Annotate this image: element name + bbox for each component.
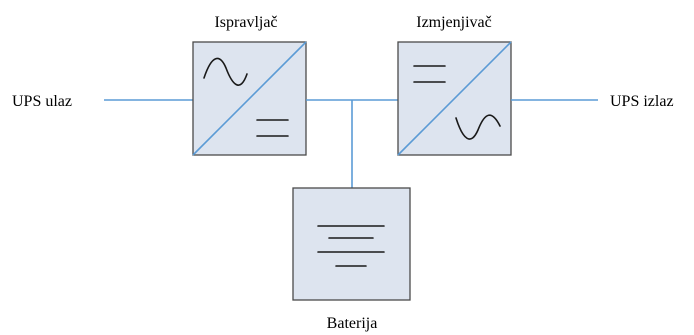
rectifier-diagonal (192, 41, 307, 156)
inverter-label: Izmjenjivač (416, 14, 492, 31)
ups-output-label: UPS izlaz (610, 93, 674, 110)
dc-lines-icon (413, 65, 446, 83)
ac-sine-icon (455, 114, 501, 140)
battery-block (292, 187, 411, 301)
battery-label: Baterija (327, 315, 378, 332)
rectifier-block (192, 41, 307, 156)
ups-input-label: UPS ulaz (12, 93, 72, 110)
rectifier-label: Ispravljač (214, 14, 277, 31)
inverter-diagonal (397, 41, 512, 156)
dc-lines-icon (256, 119, 289, 137)
ac-sine-icon (203, 57, 248, 86)
battery-lines-icon (317, 225, 385, 267)
inverter-block (397, 41, 512, 156)
